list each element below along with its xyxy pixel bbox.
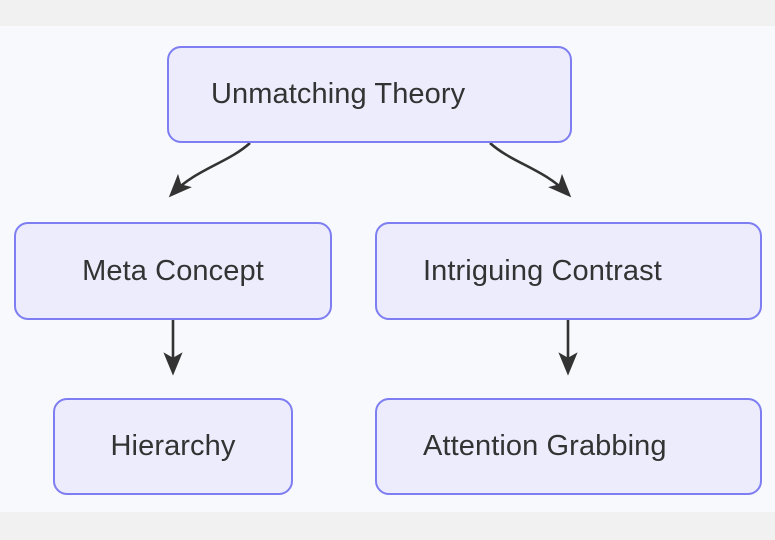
node-meta-concept[interactable]: Meta Concept <box>14 222 332 320</box>
edge-root-to-intriguing-contrast <box>489 142 572 198</box>
node-intriguing-contrast[interactable]: Intriguing Contrast <box>375 222 762 320</box>
node-unmatching-theory[interactable]: Unmatching Theory <box>167 46 572 143</box>
node-label: Attention Grabbing <box>423 432 667 461</box>
node-attention-grabbing[interactable]: Attention Grabbing <box>375 398 762 495</box>
node-label: Unmatching Theory <box>211 80 466 109</box>
diagram-canvas[interactable]: Unmatching Theory Meta Concept Intriguin… <box>0 26 775 512</box>
node-hierarchy[interactable]: Hierarchy <box>53 398 293 495</box>
top-frame-strip <box>0 0 775 26</box>
bottom-frame-strip <box>0 512 775 540</box>
edge-root-to-meta-concept <box>168 142 251 198</box>
node-label: Intriguing Contrast <box>423 256 662 286</box>
node-label: Meta Concept <box>82 254 264 287</box>
node-label: Hierarchy <box>110 430 236 462</box>
